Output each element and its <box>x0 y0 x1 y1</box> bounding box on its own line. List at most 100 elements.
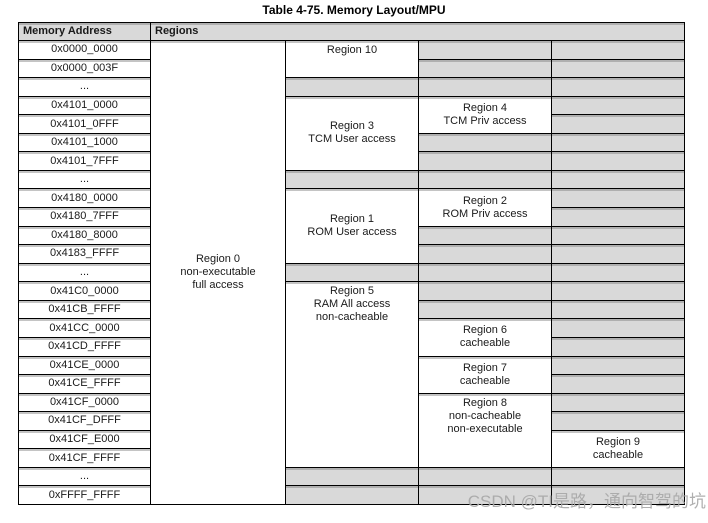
region-label-line: Region 0 <box>195 253 241 265</box>
reserved-cell <box>418 466 552 487</box>
reserved-cell <box>551 77 685 97</box>
reserved-cell <box>285 466 419 487</box>
reserved-cell <box>285 262 419 283</box>
region-label-line: TCM Priv access <box>443 114 527 127</box>
memory-address-cell: ... <box>18 466 151 487</box>
memory-address-cell: 0x4180_7FFF <box>18 207 151 227</box>
reserved-cell <box>418 299 552 320</box>
region-label-line: RAM All access <box>313 298 391 311</box>
reserved-cell <box>551 355 685 376</box>
memory-address-cell: 0x4180_8000 <box>18 225 151 246</box>
memory-address-cell: 0x41CF_FFFF <box>18 448 151 468</box>
table-title: Table 4-75. Memory Layout/MPU <box>262 3 446 17</box>
reserved-cell <box>285 169 419 190</box>
region-label-line: cacheable <box>459 374 511 387</box>
reserved-cell <box>418 169 552 190</box>
region-label-line: Region 9 <box>595 435 641 448</box>
memory-address-cell: 0x41CC_0000 <box>18 318 151 338</box>
memory-address-cell: 0x4101_1000 <box>18 132 151 153</box>
reserved-cell <box>551 281 685 301</box>
region-label-line: Region 10 <box>326 44 378 56</box>
memory-address-header: Memory Address <box>18 22 151 41</box>
memory-address-cell: 0x41CE_0000 <box>18 355 151 376</box>
memory-address-cell: 0x4101_0000 <box>18 95 151 116</box>
memory-address-cell: 0x41CF_0000 <box>18 392 151 413</box>
memory-address-cell: 0xFFFF_FFFF <box>18 485 151 505</box>
memory-address-cell: 0x0000_003F <box>18 58 151 79</box>
reserved-cell <box>551 207 685 227</box>
region-label-line: non-cacheable <box>315 311 389 324</box>
region-label-line: Region 1 <box>329 213 375 226</box>
memory-address-cell: 0x0000_0000 <box>18 40 151 60</box>
region-label-line: Region 5 <box>329 285 375 298</box>
reserved-cell <box>551 114 685 134</box>
memory-address-cell: 0x41CF_DFFF <box>18 411 151 431</box>
region-label-line: cacheable <box>459 337 511 350</box>
memory-address-cell: ... <box>18 77 151 97</box>
reserved-cell <box>551 188 685 209</box>
reserved-cell <box>551 299 685 320</box>
memory-address-cell: ... <box>18 262 151 283</box>
reserved-cell <box>551 336 685 357</box>
memory-address-cell: 0x4101_0FFF <box>18 114 151 134</box>
region-label-line: TCM User access <box>308 133 396 146</box>
reserved-cell <box>551 318 685 338</box>
reserved-cell <box>551 262 685 283</box>
reserved-cell <box>551 485 685 505</box>
reserved-cell <box>551 58 685 79</box>
reserved-cell <box>551 40 685 60</box>
reserved-cell <box>551 95 685 116</box>
region-label-line: non-executable <box>447 422 523 435</box>
region-cell-region-10: Region 10 <box>285 40 419 79</box>
region-label-line: Region 3 <box>329 120 375 133</box>
regions-header: Regions <box>150 22 685 41</box>
memory-address-cell: 0x4101_7FFF <box>18 151 151 171</box>
memory-address-cell: 0x41CE_FFFF <box>18 374 151 394</box>
reserved-cell <box>551 169 685 190</box>
reserved-cell <box>551 151 685 171</box>
reserved-cell <box>418 281 552 301</box>
reserved-cell <box>418 77 552 97</box>
memory-address-cell: 0x4180_0000 <box>18 188 151 209</box>
region-label-line: non-executable <box>180 266 256 278</box>
region-label-line: Region 8 <box>462 396 508 409</box>
region-label-line: ROM User access <box>307 226 397 239</box>
watermark: CSDN @TI是路，通向智驾的坑 <box>467 492 706 511</box>
reserved-cell <box>418 151 552 171</box>
reserved-cell <box>418 132 552 153</box>
reserved-cell <box>418 58 552 79</box>
region-label-line: Region 4 <box>462 101 508 114</box>
region-label-line: full access <box>192 279 244 291</box>
reserved-cell <box>551 374 685 394</box>
reserved-cell <box>551 392 685 413</box>
reserved-cell <box>551 132 685 153</box>
reserved-cell <box>551 244 685 264</box>
reserved-cell <box>418 225 552 246</box>
memory-address-cell: 0x41CB_FFFF <box>18 299 151 320</box>
reserved-cell <box>285 485 419 505</box>
region-label-line: Region 6 <box>462 324 508 337</box>
reserved-cell <box>551 466 685 487</box>
reserved-cell <box>418 244 552 264</box>
region-label-line: Region 7 <box>462 361 508 374</box>
reserved-cell <box>418 262 552 283</box>
reserved-cell <box>285 77 419 97</box>
memory-address-cell: 0x4183_FFFF <box>18 244 151 264</box>
region-label-line: non-cacheable <box>448 409 522 422</box>
memory-address-cell: 0x41C0_0000 <box>18 281 151 301</box>
region-label-line: cacheable <box>592 448 644 461</box>
reserved-cell <box>551 225 685 246</box>
memory-address-cell: 0x41CF_E000 <box>18 429 151 450</box>
region-label-line: ROM Priv access <box>442 207 528 220</box>
